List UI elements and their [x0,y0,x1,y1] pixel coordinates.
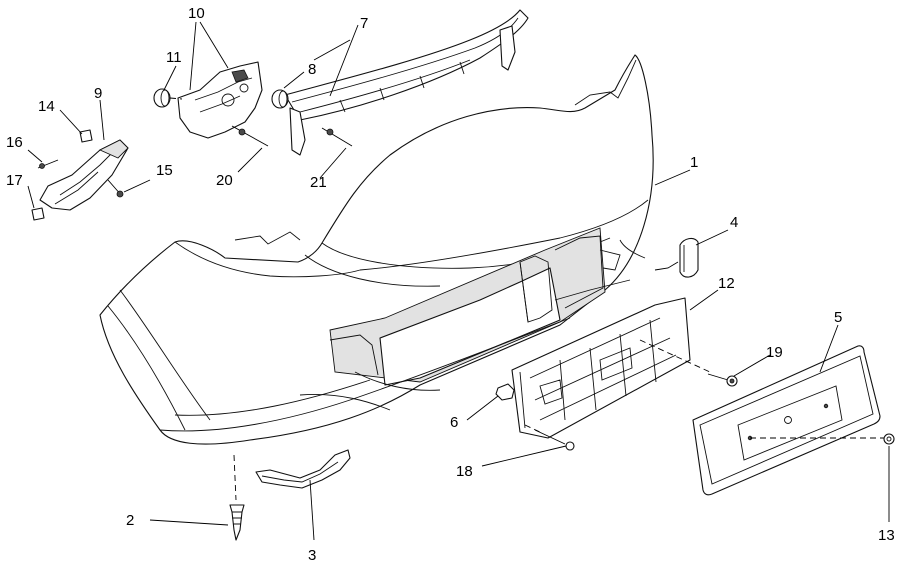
part-8-grommet [271,89,289,109]
callout-15: 15 [156,162,173,179]
leader-16 [27,149,43,163]
callout-1: 1 [690,154,698,171]
callout-5: 5 [834,309,842,326]
leader-10b [189,21,197,91]
callout-17: 17 [6,172,23,189]
part-15-screw [107,179,124,198]
part-9-guide-bracket [39,139,129,211]
fit-line-18 [524,424,541,433]
callout-13: 13 [878,527,895,544]
part-21-screw [321,127,353,147]
part-11-grommet [153,88,171,108]
leader-21 [319,147,347,179]
callout-8: 8 [308,61,316,78]
leader-10a [199,21,229,69]
leader-19 [733,354,771,377]
part-14-clip [79,129,93,143]
fit-line-19 [639,339,711,373]
fit-line-11 [169,97,183,100]
part-16-screw [37,159,59,169]
leader-7a [329,24,359,97]
leader-3 [309,479,315,541]
callout-12: 12 [718,275,735,292]
part-17-clip [31,207,45,221]
callout-20: 20 [216,172,233,189]
callout-2: 2 [126,512,134,529]
callout-14: 14 [38,98,55,115]
callout-11: 11 [166,49,182,66]
callout-18: 18 [456,463,473,480]
leader-14 [59,109,83,135]
part-2-push-pin [229,454,245,541]
part-12-license-plate-bracket [511,297,691,439]
part-20-screw [231,125,269,147]
part-6-nut [495,383,515,401]
part-10-side-bracket [177,61,263,139]
leader-4 [695,229,729,246]
leader-8 [283,71,305,89]
callout-9: 9 [94,85,102,102]
callout-19: 19 [766,344,783,361]
leader-17 [27,185,35,209]
callout-16: 16 [6,134,23,151]
leader-2 [149,519,229,526]
leader-6 [466,395,499,421]
part-13-nut [883,433,895,445]
leader-18 [481,445,567,467]
part-19-screw [707,373,738,387]
part-4-tow-hook-cover [654,237,699,278]
leader-lines [27,21,890,541]
callout-labels: 1 2 3 4 5 6 7 8 9 10 11 12 13 14 15 16 1… [6,5,895,564]
leader-15 [123,179,151,193]
leader-9 [99,99,105,141]
leader-11 [163,65,177,91]
part-3-lower-bracket [255,449,351,489]
callout-4: 4 [730,214,738,231]
leader-5 [819,324,839,373]
leader-7b [313,39,351,61]
part-5-license-plate [692,345,881,496]
callout-7: 7 [360,15,368,32]
part-1-rear-bumper-cover [99,54,654,445]
callout-6: 6 [450,414,458,431]
part-7-upper-support-rail [284,9,529,156]
callout-3: 3 [308,547,316,564]
callout-10: 10 [188,5,205,22]
callout-21: 21 [310,174,327,191]
leader-1 [654,169,691,186]
leader-20 [237,147,263,173]
leader-12 [689,289,719,311]
